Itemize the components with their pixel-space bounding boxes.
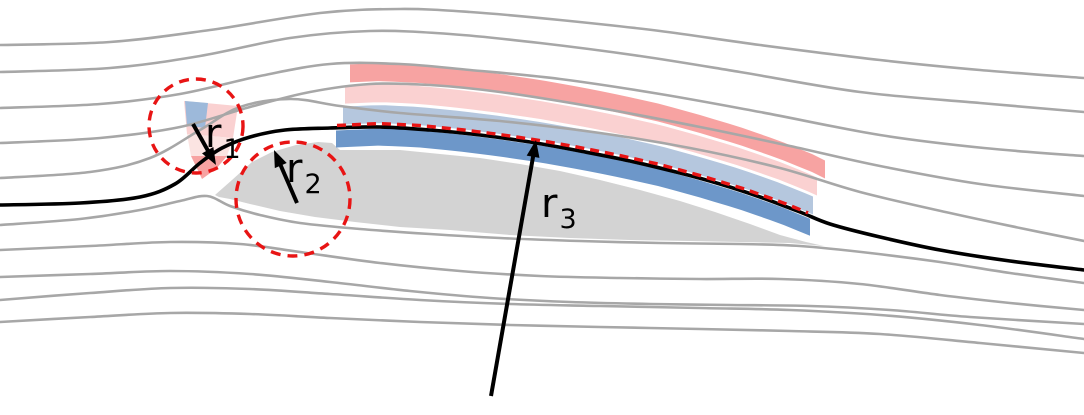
- stagnation-streamline-group: [0, 125, 1084, 272]
- airfoil-body: [215, 142, 824, 246]
- r3-arrow-head: [526, 140, 540, 158]
- r2-arrow-shaft: [276, 158, 299, 204]
- upper-streamline-5: [0, 97, 1084, 243]
- upper-streamline-2: [0, 29, 1084, 114]
- stagnation-streamline: [0, 125, 1084, 272]
- label-r2-subscript: 2: [304, 169, 321, 200]
- heat-bands-group: [336, 63, 825, 236]
- lower-streamline-2: [0, 240, 1084, 312]
- r2-dashed-circle: [234, 140, 352, 258]
- r1-arrow-head: [202, 146, 216, 165]
- upper-streamline-4: [0, 82, 1084, 198]
- band-lightblue: [343, 105, 813, 215]
- airfoil-body-group: [215, 142, 824, 246]
- streamlines-group: [0, 7, 1084, 355]
- band-pink: [345, 84, 817, 196]
- r3-dashed-line: [336, 121, 809, 215]
- band-salmon-upper: [350, 63, 825, 179]
- r1-dashed-circle: [147, 77, 245, 175]
- annotation-arrows-group: [191, 123, 540, 397]
- r2-arrow-head: [274, 150, 287, 169]
- upper-streamline-3: [0, 61, 1084, 158]
- lower-streamline-4: [0, 286, 1084, 341]
- roi-circles-group: [147, 77, 352, 258]
- lower-streamline-3: [0, 269, 1084, 326]
- wedge-pale: [187, 134, 233, 156]
- label-r1-subscript: 1: [223, 134, 240, 165]
- dashed-surface-line-group: [336, 121, 809, 215]
- lower-streamline-5: [0, 311, 1084, 355]
- label-r3-subscript: 3: [559, 204, 576, 235]
- r3-arrow-shaft: [489, 149, 537, 397]
- lower-streamline-1: [0, 194, 1084, 285]
- upper-streamline-1: [0, 7, 1084, 80]
- band-darkblue: [336, 128, 810, 236]
